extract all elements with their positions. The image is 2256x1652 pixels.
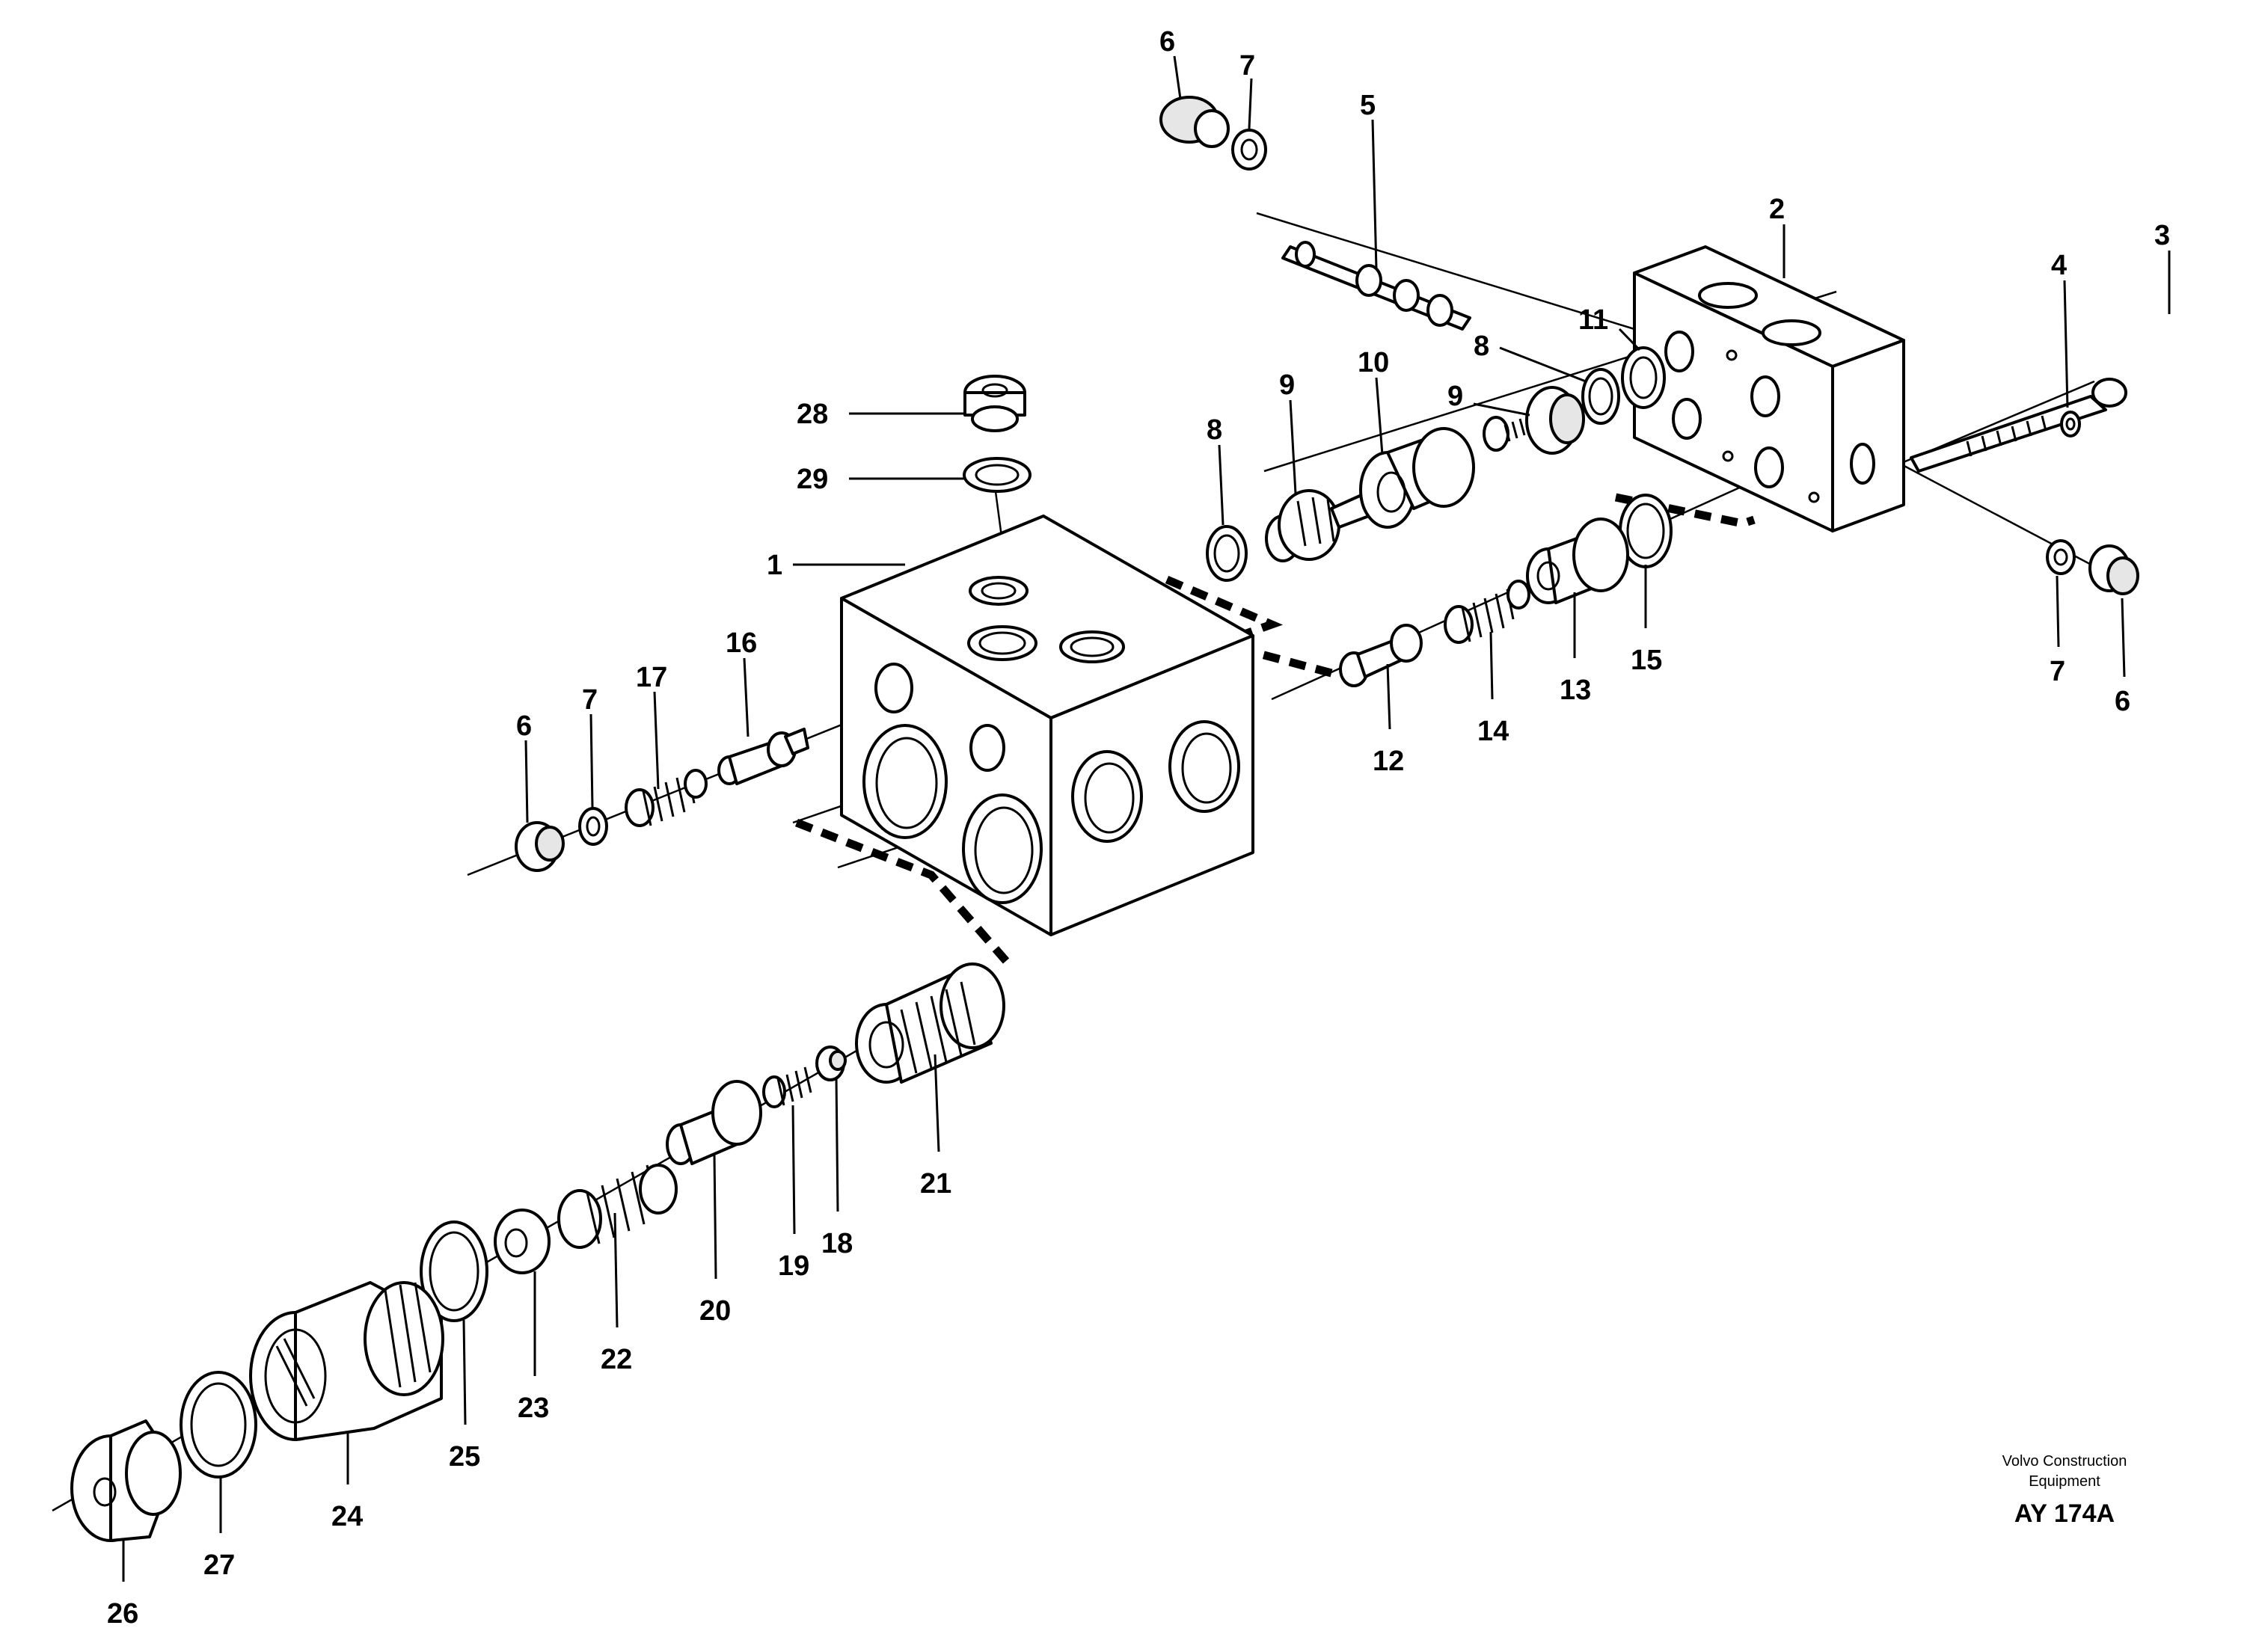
callout-28: 28 <box>797 399 828 430</box>
end-plug-26 <box>70 1419 182 1542</box>
o-ring-27 <box>180 1371 257 1478</box>
seal-29 <box>963 457 1032 493</box>
callout-25: 25 <box>449 1441 480 1473</box>
callout-6-left: 6 <box>516 710 532 742</box>
callout-22: 22 <box>601 1344 632 1375</box>
spring-19 <box>762 1066 812 1108</box>
callout-19: 19 <box>778 1250 809 1282</box>
callout-1: 1 <box>767 550 782 581</box>
callout-15: 15 <box>1631 645 1662 676</box>
callout-26: 26 <box>107 1598 138 1630</box>
publisher-caption: Volvo Construction Equipment AY 174A <box>2002 1453 2127 1528</box>
washer-23 <box>494 1209 551 1274</box>
valve-housing-24 <box>249 1281 444 1441</box>
callout-23: 23 <box>518 1392 549 1424</box>
callout-13: 13 <box>1560 675 1591 706</box>
leader-lines <box>122 55 2171 1582</box>
top-plug-28 <box>963 375 1026 432</box>
washer-7-left <box>578 807 608 846</box>
caption-line-1: Volvo Construction <box>2002 1453 2127 1470</box>
callout-24: 24 <box>331 1501 363 1532</box>
callout-3: 3 <box>2154 220 2170 251</box>
callout-7-right: 7 <box>2050 656 2065 687</box>
callout-11: 11 <box>1578 304 1608 336</box>
callout-10: 10 <box>1358 347 1389 378</box>
callout-7-left: 7 <box>582 684 598 716</box>
washer-7-top <box>1231 129 1267 171</box>
washer-7-right <box>2046 539 2076 575</box>
plug-6-top <box>1159 96 1230 148</box>
valve-sleeve-10 <box>1359 427 1475 529</box>
bolt <box>1910 378 2127 473</box>
callout-27: 27 <box>203 1550 235 1581</box>
callout-8-left: 8 <box>1207 414 1222 446</box>
callout-20: 20 <box>699 1295 731 1327</box>
o-ring-8-right <box>1581 368 1620 425</box>
caption-line-2: Equipment <box>2029 1473 2100 1490</box>
valve-poppet-9-right <box>1483 386 1585 455</box>
callout-29: 29 <box>797 464 828 495</box>
callout-9-left: 9 <box>1279 369 1295 401</box>
valve-poppet-9-left <box>1265 489 1394 562</box>
callout-9-right: 9 <box>1447 381 1463 412</box>
o-ring-11 <box>1621 346 1666 409</box>
callout-2: 2 <box>1769 194 1785 225</box>
callout-18: 18 <box>821 1228 853 1259</box>
piston-13 <box>1526 518 1629 604</box>
callout-17: 17 <box>636 662 667 693</box>
callout-7-top: 7 <box>1239 50 1255 82</box>
callout-8-right: 8 <box>1474 331 1489 362</box>
valve-cartridge-21 <box>855 962 1005 1084</box>
spring-14 <box>1444 580 1530 644</box>
callout-16: 16 <box>726 627 757 659</box>
callout-12: 12 <box>1373 746 1404 777</box>
callout-6-right: 6 <box>2115 686 2130 717</box>
seat-18 <box>815 1045 847 1081</box>
callout-21: 21 <box>920 1168 951 1200</box>
plug-6-left <box>515 821 565 872</box>
washer-4 <box>2060 411 2081 437</box>
secondary-valve-block <box>1633 245 1905 532</box>
spring-22 <box>557 1164 678 1249</box>
callout-4: 4 <box>2051 250 2067 281</box>
callout-14: 14 <box>1477 716 1509 747</box>
small-spool-12 <box>1339 624 1423 687</box>
callout-6-top: 6 <box>1159 26 1175 58</box>
callout-5: 5 <box>1360 90 1376 121</box>
poppet-20 <box>666 1080 762 1165</box>
plug-6-right <box>2088 544 2139 595</box>
callout-labels: 6 7 5 2 3 4 11 8 10 9 28 9 8 29 1 16 17 … <box>107 26 2170 1630</box>
spring-17 <box>625 769 708 827</box>
pin-16 <box>717 728 809 785</box>
main-valve-block <box>840 515 1254 936</box>
pilot-spool <box>1281 241 1471 331</box>
o-ring-25 <box>420 1220 488 1322</box>
diagram-code: AY 174A <box>2014 1499 2115 1528</box>
o-ring-8-left <box>1206 525 1248 582</box>
